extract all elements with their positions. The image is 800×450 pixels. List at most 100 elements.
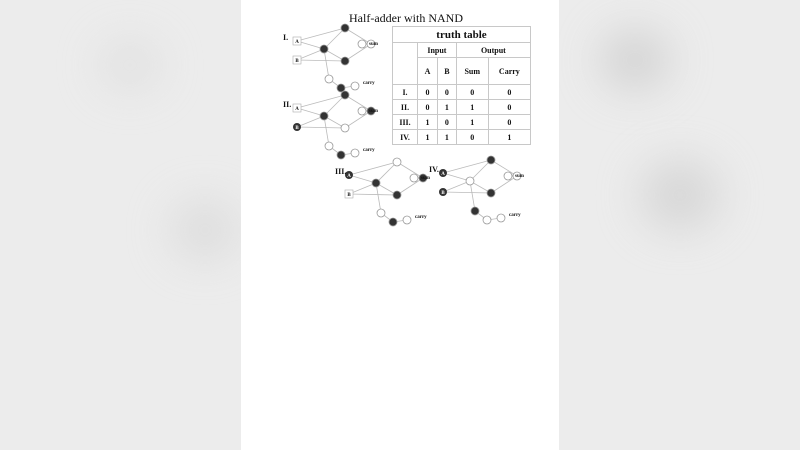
nand-gate-node <box>470 206 480 216</box>
carry-output-node <box>496 213 506 223</box>
cell-a: 1 <box>416 129 439 145</box>
wire <box>296 94 346 109</box>
wire <box>442 159 492 174</box>
input-label-a: A <box>295 40 299 45</box>
nand-gate-node <box>366 106 376 116</box>
wire <box>296 40 325 50</box>
truth-table: truth table Input Output A B Sum Carry I… <box>392 26 532 145</box>
wire <box>348 182 377 195</box>
carry-output-node <box>350 148 360 158</box>
input-label-a: A <box>295 107 299 112</box>
circuit-2: A B II. sum carry <box>283 90 379 160</box>
row-label: I. <box>392 84 418 100</box>
nand-gate-node <box>418 173 428 183</box>
input-node-b <box>344 189 354 199</box>
input-label-b: B <box>295 126 299 131</box>
cell-a: 0 <box>416 84 439 100</box>
input-label-b: B <box>347 193 351 198</box>
cell-sum: 0 <box>455 84 489 100</box>
nand-gate-node <box>340 56 350 66</box>
wire <box>396 177 424 196</box>
carry-label: carry <box>415 215 427 220</box>
nand-gate-node <box>486 188 496 198</box>
input-label-b: B <box>295 59 299 64</box>
input-node-b <box>292 55 302 65</box>
background-blur <box>600 30 670 90</box>
input-label-b: B <box>441 191 445 196</box>
nand-gate-node <box>512 171 522 181</box>
wire <box>344 110 372 129</box>
row-label: IV. <box>392 129 418 145</box>
circuit-label: I. <box>283 33 288 42</box>
carry-output-node <box>402 215 412 225</box>
wire <box>323 94 346 117</box>
nand-gate-node <box>340 123 350 133</box>
table-row: IV. 1 1 0 1 <box>392 129 532 145</box>
sum-output-node <box>409 173 419 183</box>
input-label-a: A <box>441 172 445 177</box>
circuit-label: II. <box>283 100 291 109</box>
wire <box>348 174 377 184</box>
nand-gate-node <box>319 44 329 54</box>
wire <box>348 161 398 176</box>
sum-label: sum <box>515 174 525 179</box>
wire <box>296 27 346 42</box>
input-node-a <box>439 169 447 177</box>
sum-output-node <box>357 39 367 49</box>
cell-sum: 1 <box>455 114 489 130</box>
nand-gate-node <box>376 208 386 218</box>
carry-output-node <box>350 81 360 91</box>
row-label: III. <box>392 114 418 130</box>
circuits-svg: ABI.sumcarryABII.sumcarryABIII.sumcarryA… <box>283 23 525 227</box>
nand-gate-node <box>324 141 334 151</box>
background-blur <box>100 40 160 90</box>
wire <box>348 193 398 196</box>
cell-sum: 1 <box>455 99 489 115</box>
cell-carry: 1 <box>487 129 532 145</box>
cell-b: 0 <box>437 114 457 130</box>
input-node-a <box>345 171 353 179</box>
column-header-carry: Carry <box>487 57 532 85</box>
cell-b: 0 <box>437 84 457 100</box>
nand-gate-node <box>319 111 329 121</box>
sum-output-node <box>503 171 513 181</box>
nand-gate-node <box>324 74 334 84</box>
wire <box>296 107 325 117</box>
wire <box>296 126 346 129</box>
nand-gate-node <box>340 90 350 100</box>
input-node-b <box>293 123 301 131</box>
nand-gate-node <box>392 190 402 200</box>
wire <box>490 175 518 194</box>
sum-label: sum <box>369 109 379 114</box>
table-row: III. 1 0 1 0 <box>392 114 532 130</box>
wire <box>323 27 346 50</box>
circuit-label: IV. <box>429 165 439 174</box>
sum-label: sum <box>369 42 379 47</box>
cell-b: 1 <box>437 129 457 145</box>
wire <box>375 182 382 214</box>
truth-table-title: truth table <box>392 26 531 43</box>
background-blur <box>170 200 240 260</box>
nand-gate-node <box>366 39 376 49</box>
carry-label: carry <box>363 148 375 153</box>
background-blur <box>640 160 720 230</box>
row-label-header <box>392 42 418 85</box>
row-label: II. <box>392 99 418 115</box>
table-row: I. 0 0 0 0 <box>392 84 532 100</box>
nand-gate-node <box>336 83 346 93</box>
carry-label: carry <box>363 81 375 86</box>
cell-a: 0 <box>416 99 439 115</box>
nand-gate-node <box>388 217 398 227</box>
nand-gate-node <box>465 176 475 186</box>
column-header-b: B <box>437 57 457 85</box>
wire <box>442 172 471 182</box>
input-label-a: A <box>347 174 351 179</box>
input-node-a <box>292 36 302 46</box>
wire <box>344 27 372 45</box>
wire <box>323 115 330 147</box>
cell-carry: 0 <box>487 99 532 115</box>
column-header-a: A <box>416 57 439 85</box>
circuit-1: A B I. sum carry <box>283 23 379 93</box>
